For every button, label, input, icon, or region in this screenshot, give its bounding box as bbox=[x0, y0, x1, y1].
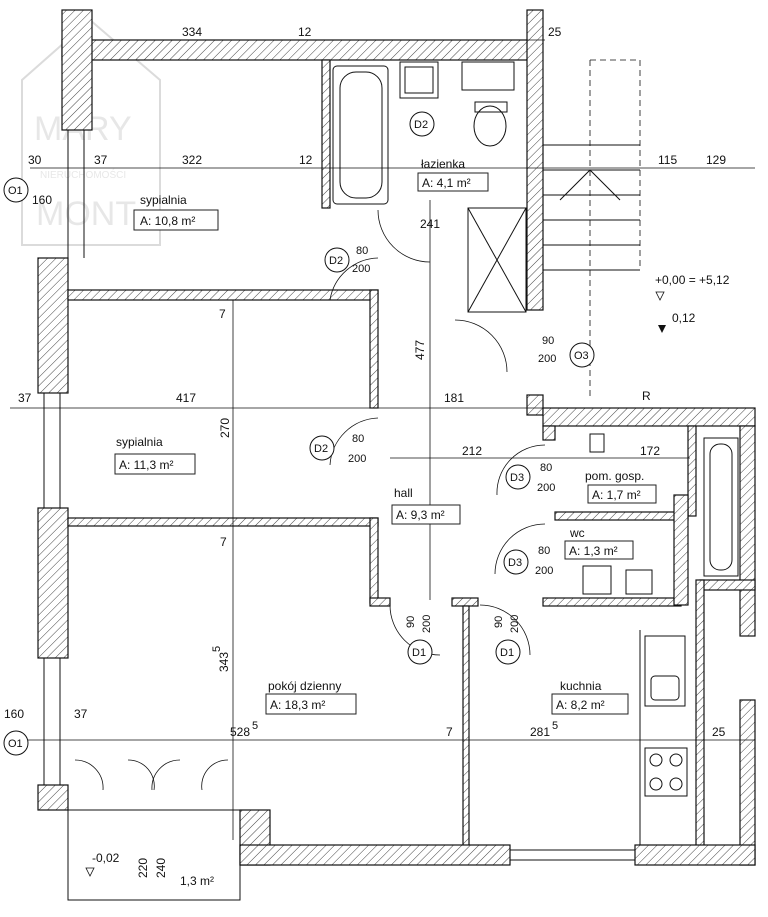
dim-528: 528 bbox=[230, 725, 250, 739]
dim-25-top: 25 bbox=[548, 25, 562, 39]
room-kitchen-name: kuchnia bbox=[560, 679, 602, 693]
dim-160-a: 160 bbox=[32, 193, 52, 207]
room-bedroom1-area: A: 10,8 m² bbox=[140, 214, 195, 228]
dim-7-a: 7 bbox=[219, 307, 226, 321]
dim-12-top: 12 bbox=[298, 25, 312, 39]
room-utility-name: pom. gosp. bbox=[585, 469, 644, 483]
door-o3-tag: O3 bbox=[574, 350, 589, 362]
dim-7-b: 7 bbox=[220, 535, 227, 549]
dim-129: 129 bbox=[706, 153, 726, 167]
dim-281-sup: 5 bbox=[552, 720, 558, 732]
door-d2-bed-h: 200 bbox=[352, 263, 370, 275]
door-d3-util-tag: D3 bbox=[510, 472, 524, 484]
door-d3-wc-tag: D3 bbox=[508, 557, 522, 569]
door-swings bbox=[74, 209, 546, 791]
dim-528-sup: 5 bbox=[252, 720, 258, 732]
dim-25-b: 25 bbox=[712, 725, 726, 739]
bathroom-fixtures bbox=[332, 61, 527, 313]
dim-37-a: 37 bbox=[94, 153, 108, 167]
room-hall-name: hall bbox=[394, 486, 413, 500]
dim-241: 241 bbox=[420, 217, 440, 231]
door-d3-util-w: 80 bbox=[540, 462, 552, 474]
dim-270: 270 bbox=[218, 418, 232, 438]
window-o1-bottom-tag: O1 bbox=[8, 738, 23, 750]
dim-343-sup: 5 bbox=[211, 646, 223, 652]
level-step-marker-icon bbox=[658, 325, 666, 333]
watermark-line2: MONT bbox=[36, 195, 136, 233]
dim-115: 115 bbox=[658, 153, 677, 167]
dim-220: 220 bbox=[136, 858, 150, 878]
label-r: R bbox=[642, 389, 651, 403]
door-d1-right-tag: D1 bbox=[500, 647, 514, 659]
kitchen-fixtures bbox=[582, 433, 739, 845]
dim-240: 240 bbox=[154, 858, 168, 878]
door-d1-left-tag: D1 bbox=[412, 647, 426, 659]
dim-322: 322 bbox=[182, 153, 202, 167]
room-living-area: A: 18,3 m² bbox=[270, 698, 325, 712]
door-tag-circles bbox=[3, 111, 595, 756]
dim-334: 334 bbox=[182, 25, 202, 39]
door-d1-right-h: 200 bbox=[509, 615, 521, 633]
door-d1-right-w: 90 bbox=[493, 616, 505, 628]
room-bedroom1-name: sypialnia bbox=[140, 193, 187, 207]
dim-30: 30 bbox=[28, 153, 42, 167]
level-balcony: -0,02 bbox=[92, 851, 120, 865]
level-step: 0,12 bbox=[672, 311, 696, 325]
area-boxes bbox=[114, 172, 657, 715]
room-hall-area: A: 9,3 m² bbox=[396, 508, 445, 522]
room-utility-area: A: 1,7 m² bbox=[592, 488, 641, 502]
room-bedroom2-area: A: 11,3 m² bbox=[119, 458, 173, 472]
watermark-sub: NIERUCHOMOŚCI bbox=[40, 168, 126, 181]
door-d1-left-h: 200 bbox=[421, 615, 433, 633]
door-o3-w: 90 bbox=[542, 335, 554, 347]
room-bedroom2-name: sypialnia bbox=[116, 435, 163, 449]
dim-7-c: 7 bbox=[446, 725, 453, 739]
room-living-name: pokój dzienny bbox=[268, 679, 341, 693]
dim-160-b: 160 bbox=[4, 707, 24, 721]
dim-172: 172 bbox=[640, 444, 660, 458]
dim-37-c: 37 bbox=[74, 707, 88, 721]
dim-37-b: 37 bbox=[18, 391, 32, 405]
door-d1-left-w: 90 bbox=[405, 616, 417, 628]
door-d2-bed-w: 80 bbox=[356, 245, 368, 257]
balcony-area: 1,3 m² bbox=[180, 874, 214, 888]
window-o1-top-tag: O1 bbox=[8, 185, 23, 197]
level-balcony-marker-icon bbox=[85, 867, 95, 877]
room-bathroom-name: łazienka bbox=[421, 157, 465, 171]
room-wc-area: A: 1,3 m² bbox=[569, 544, 618, 558]
dim-181: 181 bbox=[444, 391, 464, 405]
door-d2-bed2-w: 80 bbox=[352, 433, 364, 445]
dimension-lines bbox=[10, 39, 755, 840]
dim-343: 343 bbox=[217, 652, 231, 672]
door-d2-bed2-tag: D2 bbox=[314, 443, 328, 455]
door-o3-h: 200 bbox=[538, 353, 556, 365]
dim-212: 212 bbox=[462, 444, 482, 458]
room-bathroom-area: A: 4,1 m² bbox=[422, 176, 471, 190]
staircase bbox=[543, 59, 641, 400]
walls bbox=[37, 9, 756, 901]
level-marker-icon bbox=[655, 291, 665, 301]
door-d3-wc-w: 80 bbox=[538, 545, 550, 557]
windows bbox=[43, 130, 635, 861]
room-kitchen-area: A: 8,2 m² bbox=[556, 698, 605, 712]
door-d3-wc-h: 200 bbox=[535, 565, 553, 577]
dim-281: 281 bbox=[530, 725, 550, 739]
door-d2-bed2-h: 200 bbox=[348, 453, 366, 465]
level-main: +0,00 = +5,12 bbox=[655, 273, 730, 287]
door-d2-bed-tag: D2 bbox=[329, 255, 343, 267]
dim-477: 477 bbox=[413, 340, 427, 360]
dim-12-b: 12 bbox=[299, 153, 313, 167]
door-d2-top-tag: D2 bbox=[414, 119, 428, 131]
dim-417: 417 bbox=[176, 391, 196, 405]
door-d3-util-h: 200 bbox=[537, 482, 555, 494]
room-wc-name: wc bbox=[569, 526, 585, 540]
